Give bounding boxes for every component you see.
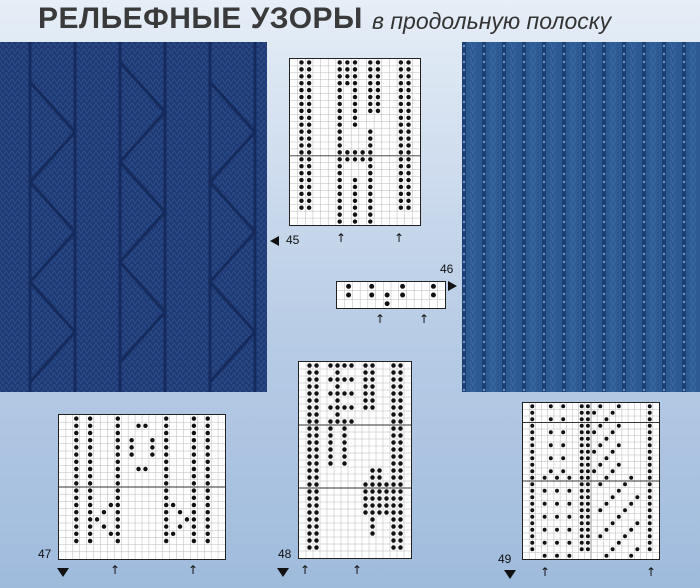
- pattern-number-49: 49: [498, 552, 512, 566]
- row-arrow-icon: ↑: [336, 231, 347, 245]
- row-arrow-icon: ↑: [300, 563, 311, 577]
- marker-left-triangle-icon: [270, 236, 279, 246]
- chart-stitch-dots: [307, 363, 403, 550]
- row-arrow-icon: ↑: [540, 565, 551, 579]
- chart-grid: [337, 282, 445, 308]
- chart-pattern-47: [58, 414, 226, 560]
- row-arrow-icon: ↑: [394, 231, 405, 245]
- chart-pattern-48: [298, 361, 412, 559]
- marker-down-triangle-icon: [277, 568, 289, 577]
- pattern-number-45: 45: [286, 233, 300, 247]
- chart-stitch-dots: [346, 283, 436, 307]
- chart-grid: [59, 415, 225, 559]
- chart-grid: [290, 59, 420, 225]
- chart-pattern-46: [336, 281, 446, 309]
- marker-down-triangle-icon: [504, 570, 516, 579]
- chart-stitch-dots: [299, 60, 411, 224]
- marker-down-triangle-icon: [57, 568, 69, 577]
- pattern-number-48: 48: [278, 547, 292, 561]
- chart-pattern-45: [289, 58, 421, 226]
- pattern-number-46: 46: [440, 262, 454, 276]
- row-arrow-icon: ↑: [375, 312, 386, 326]
- page-header: РЕЛЬЕФНЫЕ УЗОРЫ в продольную полоску: [0, 0, 700, 40]
- row-arrow-icon: ↑: [419, 312, 430, 326]
- chart-pattern-49: [522, 402, 660, 560]
- row-arrow-icon: ↑: [646, 565, 657, 579]
- chart-stitch-dots: [74, 416, 210, 544]
- pattern-number-47: 47: [38, 547, 52, 561]
- row-arrow-icon: ↑: [352, 563, 363, 577]
- knit-swatch-photo-left: [0, 42, 267, 392]
- row-arrow-icon: ↑: [110, 563, 121, 577]
- marker-right-triangle-icon: [448, 281, 457, 291]
- knit-swatch-photo-right: [462, 42, 700, 392]
- title-bold: РЕЛЬЕФНЫЕ УЗОРЫ: [38, 2, 363, 35]
- row-arrow-icon: ↑: [188, 563, 199, 577]
- chart-grid: [299, 362, 411, 558]
- chart-grid: [523, 403, 659, 559]
- title-subtitle: в продольную полоску: [372, 8, 612, 34]
- chart-stitch-dots: [530, 404, 652, 558]
